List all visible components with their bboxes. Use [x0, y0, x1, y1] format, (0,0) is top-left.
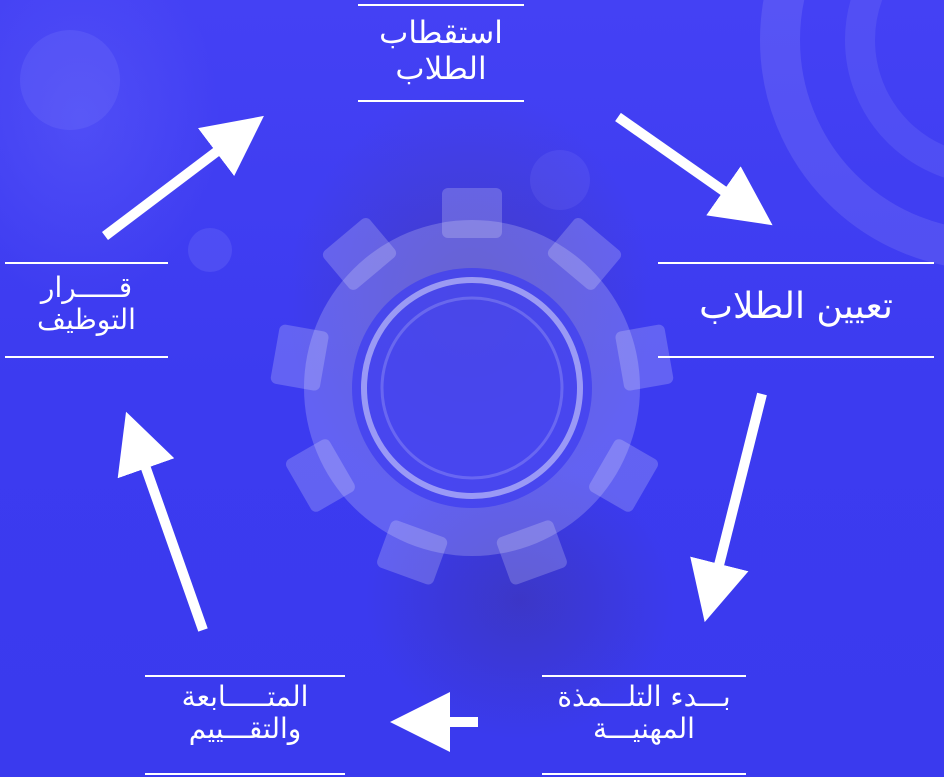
arrow-icon — [615, 112, 773, 226]
arrow-icon — [117, 411, 208, 632]
step-divider — [5, 262, 168, 264]
arrow-icon — [101, 115, 264, 240]
step-followup: المتـــــابعة والتقـــييم — [145, 675, 345, 775]
step-divider — [658, 262, 934, 264]
step-apprenticeship: بـــدء التلـــمذة المهنيـــة — [542, 675, 746, 775]
step-recruit: استقطاب الطلاب — [358, 0, 524, 102]
gear-icon — [270, 188, 674, 585]
step-divider — [542, 675, 746, 677]
step-label: بـــدء التلـــمذة المهنيـــة — [557, 680, 731, 746]
step-label: المتـــــابعة والتقـــييم — [181, 680, 309, 746]
step-label: تعيين الطلاب — [699, 286, 893, 327]
step-divider — [358, 4, 524, 6]
step-divider — [145, 675, 345, 677]
step-divider — [145, 773, 345, 775]
arrow-icon — [690, 392, 767, 623]
step-hiring-decision: قـــــرار التوظيف — [5, 262, 168, 358]
step-label: استقطاب الطلاب — [379, 15, 503, 87]
step-divider — [658, 356, 934, 358]
step-divider — [542, 773, 746, 775]
step-label: قـــــرار التوظيف — [37, 271, 136, 337]
step-divider — [358, 100, 524, 102]
step-divider — [5, 356, 168, 358]
step-assign: تعيين الطلاب — [658, 262, 934, 358]
